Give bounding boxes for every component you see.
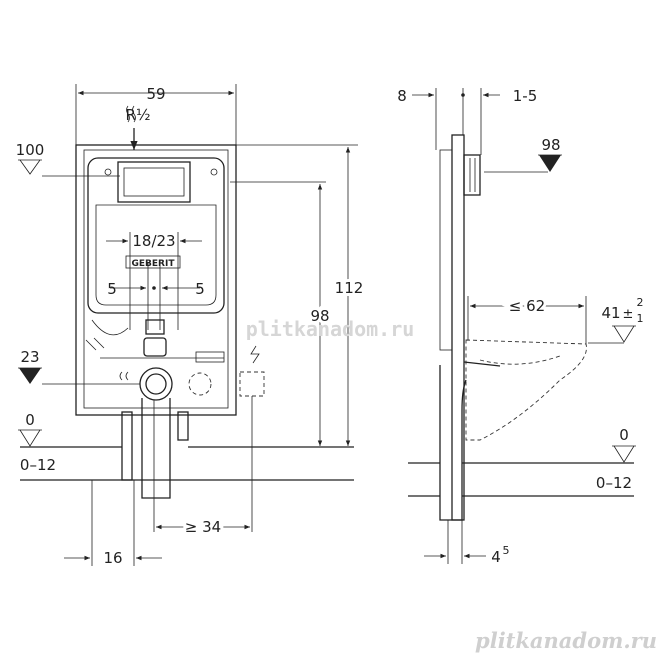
floor-range-label: 0–12	[20, 456, 56, 474]
offset-left-label: 5	[107, 280, 117, 298]
button-spacing-label: 18/23	[132, 232, 175, 250]
depth-max-label: ≤ 62	[509, 297, 545, 315]
top-height-label: 100	[16, 141, 45, 159]
drain-height-label: 23	[20, 348, 39, 366]
bottom-offset-label: 4	[491, 548, 501, 566]
depth-range-label: 1-5	[513, 87, 538, 105]
leg-spacing-label: 16	[103, 549, 122, 567]
bottom-offset-sup: 5	[503, 544, 510, 557]
side-floor-range-label: 0–12	[596, 474, 632, 492]
min-distance-label: ≥ 34	[185, 518, 221, 536]
watermark-center: plitkanadom.ru	[246, 317, 415, 341]
offset-right-label: 5	[195, 280, 205, 298]
pipe-thread-label: R½	[126, 106, 151, 124]
frame-height-label: 112	[335, 279, 364, 297]
side-view: 8 1-5 98 ≤ 62 41 ± 2 1 0 0–12	[397, 87, 643, 566]
side-floor-level-label: 0	[619, 426, 629, 444]
seat-tolerance-sup: 2	[637, 296, 644, 309]
front-view: GEBERIT R½ 59 100 112 98 18/23	[16, 84, 366, 567]
depth-left-label: 8	[397, 87, 407, 105]
seat-tolerance: ±	[623, 307, 634, 322]
drain-pipe	[139, 367, 173, 401]
side-height-label: 98	[541, 136, 560, 154]
frame-outline	[75, 144, 237, 416]
seat-height-label: 41	[601, 304, 620, 322]
cistern-height-label: 98	[310, 307, 329, 325]
width-label: 59	[146, 85, 165, 103]
watermark-corner: plitkanadom.ru	[475, 628, 657, 653]
seat-tolerance-sub: 1	[637, 312, 644, 325]
cistern-body	[87, 157, 225, 314]
floor-level-label: 0	[25, 411, 35, 429]
brand-label: GEBERIT	[132, 259, 176, 269]
